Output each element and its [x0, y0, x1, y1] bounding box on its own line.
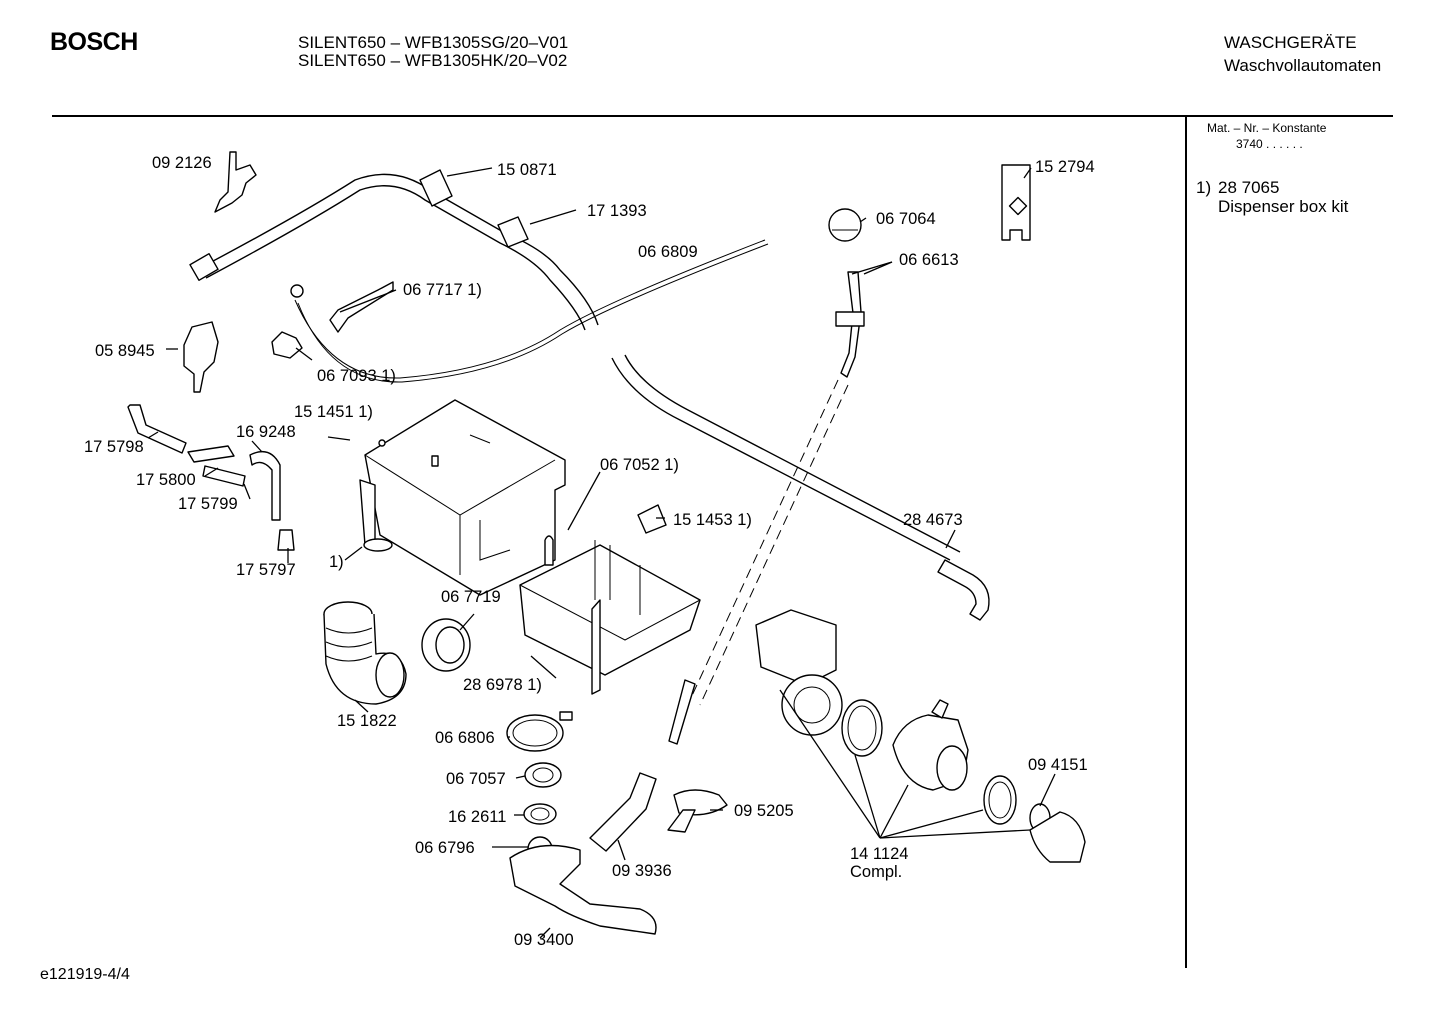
part-label: 15 1451 1)	[294, 403, 373, 421]
dispenser-housing-drawing	[359, 399, 566, 596]
drain-pump-drawing	[755, 609, 969, 791]
part-label: 17 1393	[587, 202, 647, 220]
part-label: 06 7093 1)	[317, 367, 396, 385]
part-label: 1)	[329, 553, 344, 571]
part-label: 15 1453 1)	[673, 511, 752, 529]
bellows-drawing	[323, 601, 407, 705]
drawing-id: e121919-4/4	[40, 966, 130, 983]
dispenser-drawer-drawing	[519, 535, 701, 695]
part-label: 17 5800	[136, 471, 196, 489]
part-label: 06 6613	[899, 251, 959, 269]
part-label: 06 6796	[415, 839, 475, 857]
part-label: 06 7057	[446, 770, 506, 788]
part-label: 09 3936	[612, 862, 672, 880]
part-label: 15 0871	[497, 161, 557, 179]
part-label: 17 5797	[236, 561, 296, 579]
pump-filter-drawing	[1029, 811, 1086, 863]
part-label: 06 7052 1)	[600, 456, 679, 474]
part-label: 15 2794	[1035, 158, 1095, 176]
brand-logo: BOSCH	[50, 28, 138, 56]
part-label: 09 5205	[734, 802, 794, 820]
part-label: 16 2611	[448, 808, 506, 826]
part-label: 06 7719	[441, 588, 501, 606]
model-line-2: SILENT650 – WFB1305HK/20–V02	[298, 51, 568, 70]
leader-lines	[147, 167, 1056, 939]
part-label: Compl.	[850, 863, 902, 881]
part-labels: 09 2126 15 0871 17 1393 06 6809 06 7717 …	[84, 154, 1095, 949]
part-label: 09 2126	[152, 154, 212, 172]
part-label: 17 5798	[84, 438, 144, 456]
model-line-1: SILENT650 – WFB1305SG/20–V01	[298, 33, 569, 52]
part-label: 06 6806	[435, 729, 495, 747]
drain-hose-end-drawing	[937, 559, 990, 621]
part-label: 15 1822	[337, 712, 397, 730]
mat-nr-value: 3740 . . . . . .	[1236, 137, 1303, 151]
part-label: 17 5799	[178, 495, 238, 513]
part-label: 09 4151	[1028, 756, 1088, 774]
part-label: 05 8945	[95, 342, 155, 360]
category-subtitle: Waschvollautomaten	[1224, 56, 1382, 75]
category-title: WASCHGERÄTE	[1224, 33, 1357, 52]
inlet-hose-drawing	[189, 151, 599, 331]
part-label: 09 3400	[514, 931, 574, 949]
part-label: 06 7064	[876, 210, 936, 228]
note-marker: 1)	[1196, 178, 1212, 197]
note-description: Dispenser box kit	[1218, 197, 1349, 216]
part-label: 28 6978 1)	[463, 676, 542, 694]
part-label: 06 7717 1)	[403, 281, 482, 299]
sump-drawing	[509, 844, 657, 935]
part-label: 16 9248	[236, 423, 296, 441]
part-label: 28 4673	[903, 511, 963, 529]
note-part-number: 28 7065	[1218, 178, 1280, 197]
part-label: 06 6809	[638, 243, 698, 261]
mat-nr-label: Mat. – Nr. – Konstante	[1207, 121, 1327, 135]
sidebar-divider	[1185, 116, 1187, 968]
header-divider	[52, 115, 1393, 117]
part-label: 14 1124	[850, 845, 908, 863]
